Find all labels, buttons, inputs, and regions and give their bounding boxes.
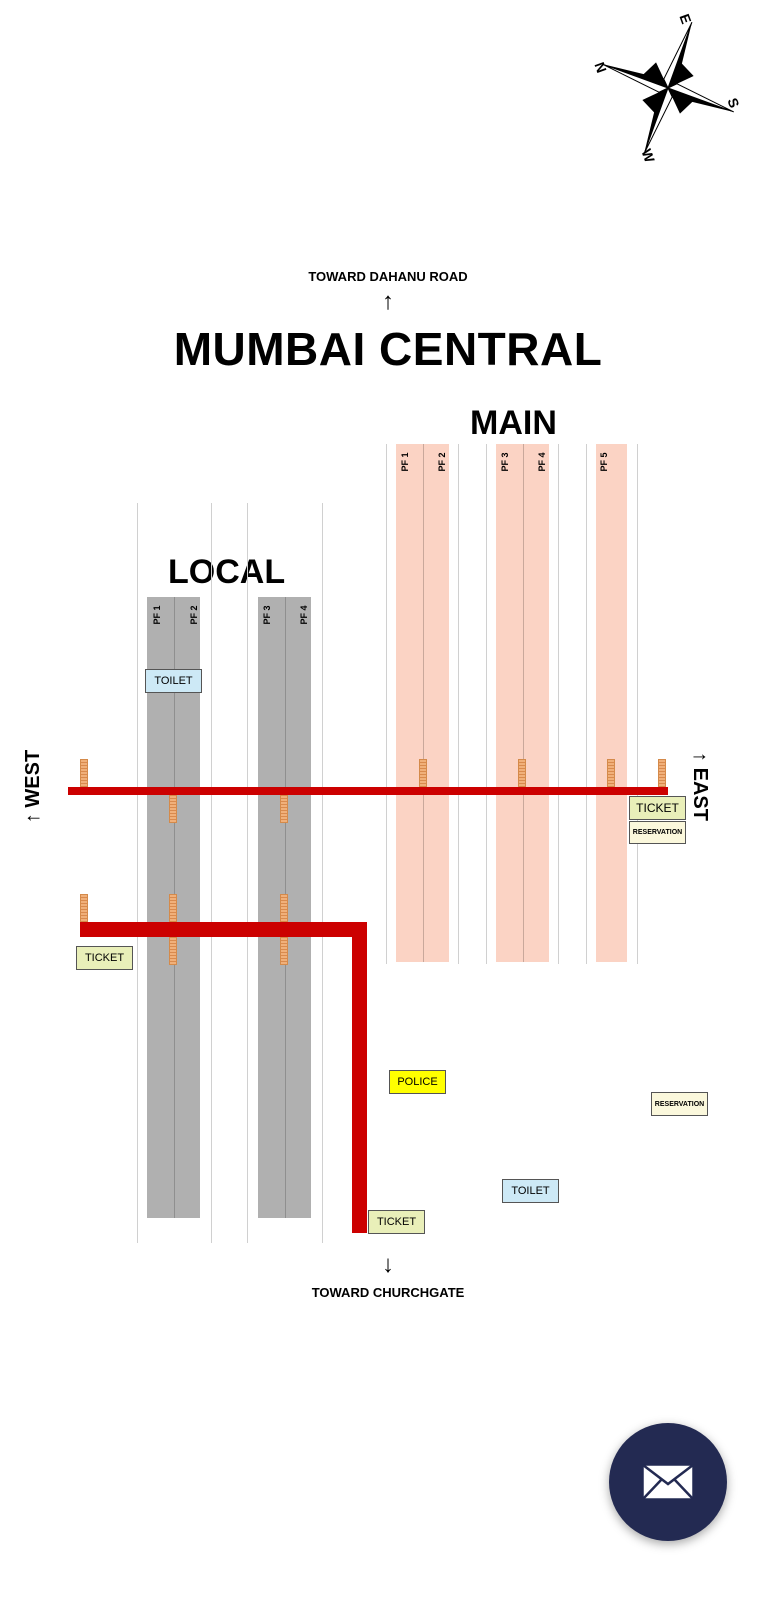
south-foot-over-bridge-exit [352, 922, 367, 1233]
main-platform-1-2 [396, 444, 449, 962]
main-pf-5-label: PF 5 [599, 452, 609, 472]
contact-mail-button[interactable] [609, 1423, 727, 1541]
compass-e-label: E [676, 12, 694, 26]
staircase [658, 759, 666, 787]
compass-rose: N E S W [590, 10, 750, 170]
main-pf-4-label: PF 4 [537, 452, 547, 472]
staircase [80, 759, 88, 787]
reservation-east-tag: RESERVATION [629, 821, 686, 844]
track-line [247, 503, 248, 1243]
north-arrow-icon: ↑ [382, 288, 394, 315]
main-platform-5 [596, 444, 627, 962]
mail-icon [642, 1464, 694, 1500]
main-platform-3-4 [496, 444, 549, 962]
staircase [169, 894, 177, 922]
track-line [558, 444, 559, 964]
track-line [322, 503, 323, 1243]
track-line [486, 444, 487, 964]
police-tag: POLICE [389, 1070, 446, 1094]
compass-w-label: W [638, 147, 658, 166]
staircase [169, 795, 177, 823]
main-pf-1-label: PF 1 [400, 452, 410, 472]
ticket-west-tag: TICKET [76, 946, 133, 970]
south-arrow-icon: ↓ [382, 1251, 394, 1278]
track-line [386, 444, 387, 964]
track-line [458, 444, 459, 964]
local-pf-1-label: PF 1 [152, 605, 162, 625]
main-pf-3-label: PF 3 [500, 452, 510, 472]
compass-s-label: S [724, 96, 742, 110]
track-line [137, 503, 138, 1243]
track-line [211, 503, 212, 1243]
staircase [280, 795, 288, 823]
south-foot-over-bridge [80, 922, 367, 937]
toilet-local-tag: TOILET [145, 669, 202, 693]
local-pf-3-label: PF 3 [262, 605, 272, 625]
ticket-east-tag: TICKET [629, 796, 686, 820]
main-pf-2-label: PF 2 [437, 452, 447, 472]
main-section-label: MAIN [470, 404, 557, 442]
reservation-south-tag: RESERVATION [651, 1092, 708, 1116]
ticket-south-tag: TICKET [368, 1210, 425, 1234]
track-line [637, 444, 638, 964]
track-line [586, 444, 587, 964]
staircase [80, 894, 88, 922]
staircase [607, 759, 615, 787]
local-pf-4-label: PF 4 [299, 605, 309, 625]
west-label: ↑ WEST [22, 749, 45, 824]
station-title: MUMBAI CENTRAL [173, 323, 603, 375]
staircase [280, 894, 288, 922]
north-direction-label: TOWARD DAHANU ROAD [308, 269, 468, 284]
local-pf-2-label: PF 2 [189, 605, 199, 625]
staircase [419, 759, 427, 787]
staircase [169, 937, 177, 965]
staircase [280, 937, 288, 965]
toilet-south-tag: TOILET [502, 1179, 559, 1203]
north-foot-over-bridge [68, 787, 668, 795]
compass-rose-icon: N E S W [591, 12, 742, 166]
east-label: ↑ EAST [688, 752, 711, 821]
local-section-label: LOCAL [168, 553, 286, 591]
staircase [518, 759, 526, 787]
compass-n-label: N [591, 60, 609, 75]
south-direction-label: TOWARD CHURCHGATE [311, 1285, 465, 1300]
